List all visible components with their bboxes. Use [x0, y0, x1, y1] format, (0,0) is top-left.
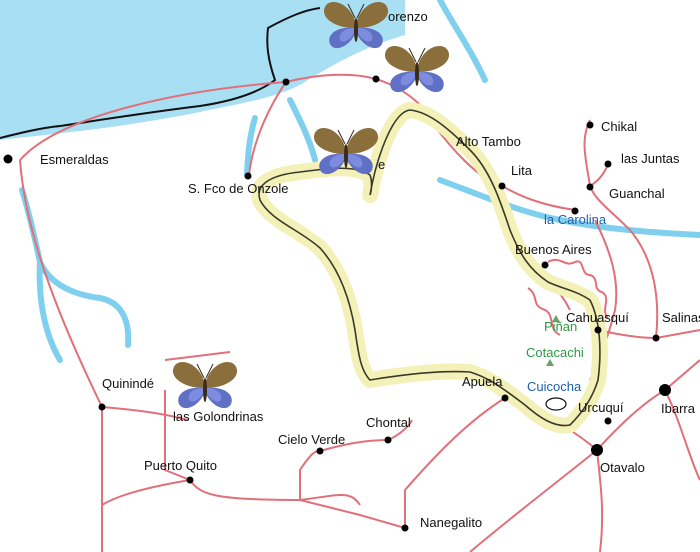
label-cotacachi: Cotacachi	[526, 345, 584, 360]
town-dot-lita	[498, 182, 506, 190]
town-dot-esmeraldas	[3, 154, 13, 164]
label-pinan: Piñan	[544, 319, 577, 334]
label-puerto-quito: Puerto Quito	[144, 458, 217, 473]
town-dot-chikal	[586, 121, 594, 129]
town-dot-puerto-quito	[186, 476, 194, 484]
label-nanegalito: Nanegalito	[420, 515, 482, 530]
town-dot-cahuasqui	[594, 326, 602, 334]
town-dot-quininde	[98, 403, 106, 411]
place-labels: Esmeraldas orenzo S. Fco de Onzole e Alt…	[40, 9, 700, 530]
label-apuela: Apuela	[462, 374, 503, 389]
town-dot-nanegalito	[401, 524, 409, 532]
label-golondrinas: las Golondrinas	[173, 409, 264, 424]
roads	[19, 73, 700, 552]
river-onzole	[244, 115, 258, 178]
label-la-carolina: la Carolina	[544, 212, 607, 227]
river-santiago	[437, 0, 488, 83]
town-dot-urcuqui	[604, 417, 612, 425]
label-cahuasqui: Cahuasquí	[566, 310, 629, 325]
town-dot-chontal	[384, 436, 392, 444]
label-buenos-aires: Buenos Aires	[515, 242, 592, 257]
label-ibarra: Ibarra	[661, 401, 696, 416]
town-dot-sanlorenzo	[282, 78, 290, 86]
town-dot-ibarra	[659, 384, 671, 396]
label-alto-tambo: Alto Tambo	[456, 134, 521, 149]
butterfly-center-icon	[313, 127, 379, 175]
label-lita: Lita	[511, 163, 533, 178]
town-dot-guanchal	[586, 183, 594, 191]
butterfly-north-icon	[384, 45, 450, 93]
town-dot-cielo-verde	[316, 447, 324, 455]
label-chikal: Chikal	[601, 119, 637, 134]
label-chontal: Chontal	[366, 415, 411, 430]
sea	[0, 0, 405, 140]
road-pinan-winding	[547, 258, 609, 319]
town-dot-otavalo	[591, 444, 603, 456]
town-dot-apuela	[501, 394, 509, 402]
town-dot-onzole	[244, 172, 252, 180]
label-fragment-e: e	[378, 157, 385, 172]
peaks	[546, 315, 560, 366]
label-otavalo: Otavalo	[600, 460, 645, 475]
butterfly-golondrinas-icon	[172, 361, 238, 409]
town-dot-la-carolina	[571, 207, 579, 215]
river-tosat	[287, 97, 318, 163]
coastline	[0, 7, 321, 139]
label-esmeraldas: Esmeraldas	[40, 152, 109, 167]
town-dot-salinas	[652, 334, 660, 342]
label-urcuqui: Urcuquí	[578, 400, 624, 415]
town-dot-las-juntas	[604, 160, 612, 168]
river-blanco	[36, 259, 63, 363]
reserve-outline	[258, 109, 601, 427]
label-cuicocha: Cuicocha	[527, 379, 582, 394]
peak-cotacachi-icon	[546, 359, 554, 366]
lake-cuicocha	[545, 397, 567, 411]
town-dot-north	[372, 75, 380, 83]
label-salinas: Salinas	[662, 310, 700, 325]
label-onzole: S. Fco de Onzole	[188, 181, 288, 196]
town-dot-buenos-aires	[541, 261, 549, 269]
label-cielo-verde: Cielo Verde	[278, 432, 345, 447]
river-mira	[437, 177, 700, 238]
peak-pinan-icon	[552, 315, 560, 322]
label-las-juntas: las Juntas	[621, 151, 680, 166]
water-bodies	[0, 0, 700, 363]
label-lorenzo: orenzo	[388, 9, 428, 24]
label-guanchal: Guanchal	[609, 186, 665, 201]
town-markers	[3, 75, 671, 532]
label-quininde: Quinindé	[102, 376, 154, 391]
road-cahuasqui-winding	[527, 287, 561, 336]
